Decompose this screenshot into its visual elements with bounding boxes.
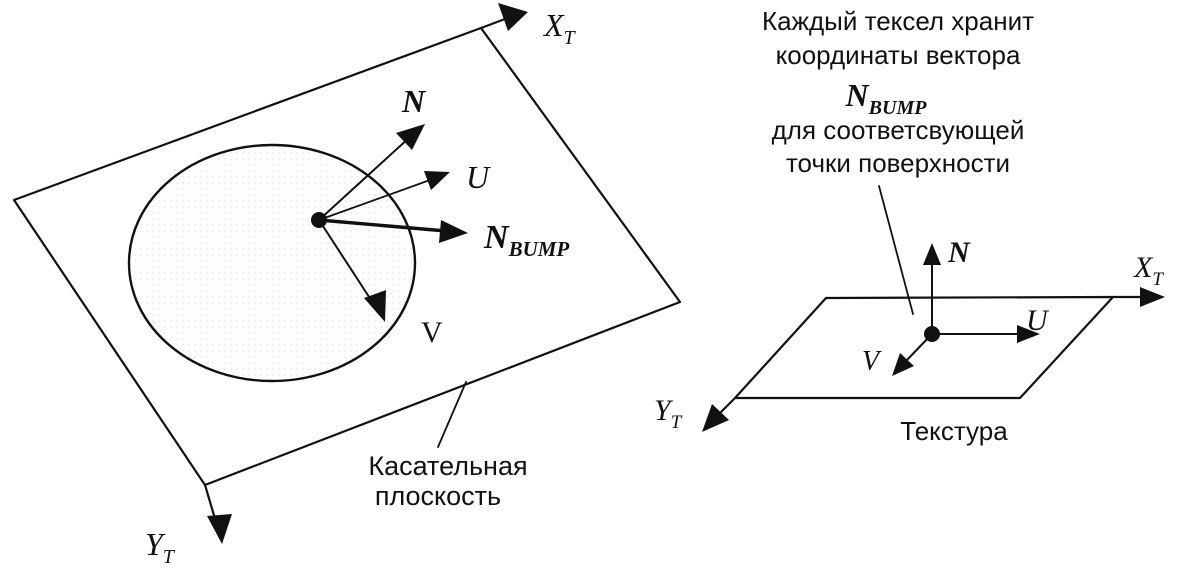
note-line-4: точки поверхности [786,148,1010,178]
vector-v-arrowhead [364,290,386,322]
vector-u-label: U [466,159,491,195]
note-leader [878,185,914,315]
texture-x-axis-arrowhead [1140,287,1165,307]
texture-plane [733,295,1115,400]
tangent-plane-figure: XT YT N U NBUMP V Касательная плоскость [12,3,682,568]
vector-n-label: N [401,83,427,119]
vector-u-arrowhead [424,171,450,190]
texture-vector-v-arrowhead [892,353,914,376]
x-axis-arrowhead [498,3,528,31]
texture-vector-v-label: V [862,346,882,377]
note-line-3: для соответсвующей [772,115,1025,145]
texture-label: Текстура [900,416,1008,446]
texture-figure: Каждый тексел хранит координаты вектора … [654,6,1165,446]
x-axis-line [479,17,507,30]
texture-vector-u-label: U [1026,304,1050,337]
texture-x-axis-label: XT [1133,251,1164,290]
vector-nbump-arrowhead [439,220,468,243]
note-line-1: Каждый тексел хранит [762,6,1034,36]
x-axis-label: XT [542,7,577,49]
vector-nbump-label: NBUMP [483,219,569,261]
vector-n-arrowhead [396,124,425,150]
texture-vector-u-arrowhead [1017,325,1040,343]
texture-y-axis-line [717,396,737,416]
plane-label-line-1: Касательная [368,451,527,481]
vector-u-line [318,179,431,221]
texel-point [924,326,940,342]
tangent-plane [12,26,682,487]
note-vector-label: NBUMP [845,77,928,119]
vector-n-line [318,136,411,221]
vector-v-label: V [421,316,443,349]
plane-label-leader [437,381,467,448]
surface-patch-circle [127,143,417,383]
texture-vector-n-arrowhead [923,243,941,265]
origin-point [311,212,327,228]
texture-y-axis-label: YT [654,394,683,433]
note-line-2: координаты вектора [776,40,1021,70]
texture-y-axis-arrowhead [702,404,729,432]
texture-vector-n-label: N [947,236,971,269]
y-axis-arrowhead [207,514,232,544]
plane-label-line-2: плоскость [375,481,501,511]
vector-v-line [318,219,374,304]
y-axis-label: YT [145,526,176,568]
vector-nbump-line [317,218,448,233]
